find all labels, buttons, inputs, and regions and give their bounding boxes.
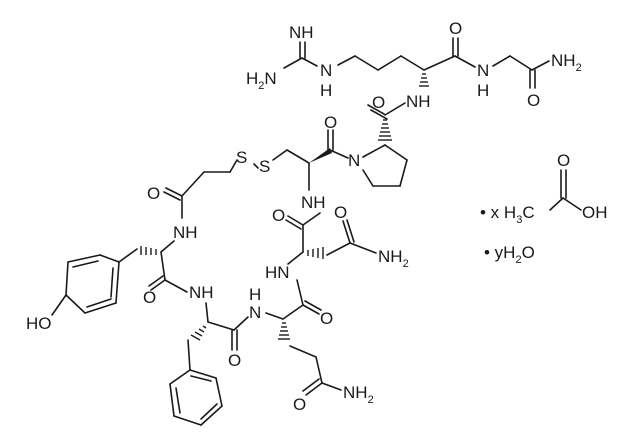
label-asn-carbonyl-o: O xyxy=(272,206,285,225)
stereo-hash-bond xyxy=(190,325,207,341)
phenol-ring xyxy=(51,254,120,316)
label-arg-imine: NH xyxy=(289,23,314,42)
proline-ring xyxy=(362,144,408,187)
label-arg-alpha-nh: NH xyxy=(406,92,431,111)
label-gly-nh2: NH2 xyxy=(551,51,582,74)
stereo-wedge-bond xyxy=(309,148,332,163)
asparagine-residue xyxy=(285,212,377,265)
label-tyr-oh: HO xyxy=(26,314,52,333)
atom-labels: NH H2N N H O N H NH2 O NH O N O S S NH O… xyxy=(26,19,582,414)
glutamine-residue xyxy=(265,279,342,396)
label-gly-n: N xyxy=(477,61,489,80)
label-gln-nh2: NH2 xyxy=(343,383,374,406)
stereo-hash-bond xyxy=(419,73,429,87)
label-gly-o: O xyxy=(527,91,540,110)
label-arg-o: O xyxy=(449,19,462,38)
label-asn-nh2: NH2 xyxy=(378,247,409,270)
label-asn-side-o: O xyxy=(334,203,347,222)
label-gly-n-h: H xyxy=(477,81,489,100)
label-gln-carbonyl-o: O xyxy=(320,309,333,328)
label-phe-n-h: H xyxy=(249,285,261,304)
glycinamide xyxy=(492,55,550,89)
label-tyr-nh: NH xyxy=(189,283,214,302)
stereo-hash-bond xyxy=(378,119,392,141)
label-phe-n: N xyxy=(249,303,261,322)
label-water-formula: • yH2O xyxy=(484,243,535,266)
stereo-hash-bond xyxy=(278,322,290,340)
label-acetate-o: O xyxy=(557,151,570,170)
tyrosine-residue xyxy=(118,240,188,293)
label-pro-carbonyl-o: O xyxy=(372,93,385,112)
label-mpa-nh: NH xyxy=(173,223,198,242)
label-arg-h2n: H2N xyxy=(246,69,277,92)
water-of-hydration: • yH2O xyxy=(484,243,535,266)
label-mpa-o: O xyxy=(147,184,160,203)
label-acetate-oh: OH xyxy=(582,203,608,222)
benzene-ring xyxy=(169,369,223,426)
label-tyr-carbonyl-o: O xyxy=(143,288,156,307)
label-phe-carbonyl-o: O xyxy=(228,351,241,370)
acetic-acid-counterion: O • x H3C OH xyxy=(480,151,608,226)
label-asn-hn: HN xyxy=(265,263,290,282)
label-acetate-formula: • x H3C xyxy=(480,203,535,226)
cysteine-residue xyxy=(272,129,349,191)
label-cys-carbonyl-o: O xyxy=(324,113,337,132)
label-gln-side-o: O xyxy=(293,395,306,414)
label-sulfur-1: S xyxy=(236,148,247,167)
arginine-backbone xyxy=(419,37,476,87)
label-arg-n-h: H xyxy=(320,81,332,100)
stereo-hash-bond xyxy=(307,247,324,259)
label-sulfur-2: S xyxy=(259,157,270,176)
label-pro-n: N xyxy=(348,151,360,170)
stereo-hash-bond xyxy=(140,246,157,255)
disulfide-bridge xyxy=(163,159,259,219)
label-cys-nh: NH xyxy=(301,193,326,212)
label-arg-n: N xyxy=(320,61,332,80)
proline-carbonyl xyxy=(367,102,406,141)
phenylalanine-residue xyxy=(187,302,249,371)
arginine-guanidine-group xyxy=(283,41,425,71)
